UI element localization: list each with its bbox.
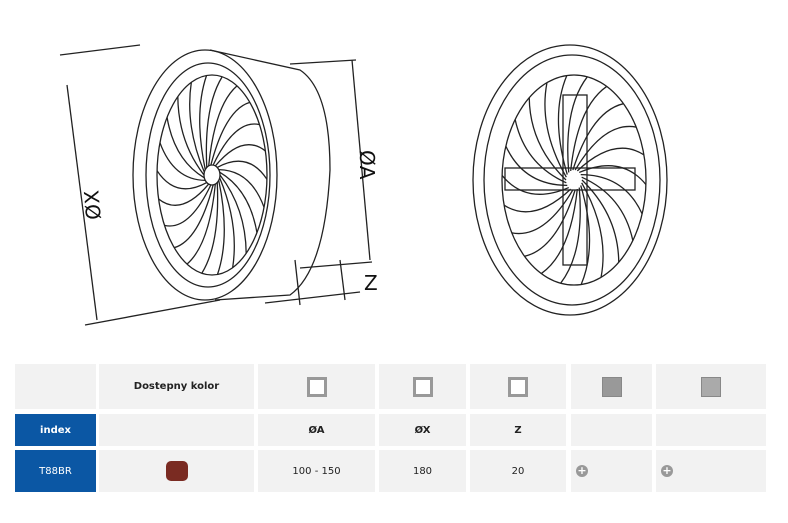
window-dimension-a-icon bbox=[306, 376, 327, 397]
grille-blade bbox=[219, 171, 258, 233]
dimension-lines: ØX ØA Z bbox=[59, 44, 379, 326]
grille-blade bbox=[503, 188, 572, 213]
grille-blade bbox=[580, 185, 591, 285]
grille-blade bbox=[581, 182, 604, 278]
color-header: Dostepny kolor bbox=[99, 364, 254, 409]
grille-blade bbox=[501, 175, 570, 195]
back-view-grille bbox=[472, 44, 668, 316]
empty-cell bbox=[656, 414, 766, 446]
header-empty-cell bbox=[15, 364, 96, 409]
grille-blade bbox=[574, 125, 637, 171]
product-index[interactable]: T88BR bbox=[15, 450, 96, 492]
grille-blade bbox=[156, 170, 208, 190]
dimension-x-label: ØX bbox=[79, 189, 106, 221]
grille-blade bbox=[212, 123, 260, 166]
color-swatch-brown[interactable] bbox=[165, 461, 188, 481]
z-label: Z bbox=[470, 414, 566, 446]
grille-blade bbox=[166, 117, 205, 179]
grille-blade bbox=[158, 183, 210, 206]
window-dimension-z-icon bbox=[508, 376, 528, 397]
empty-cell bbox=[99, 414, 254, 446]
add-icon[interactable]: + bbox=[576, 464, 588, 477]
grille-blade bbox=[219, 177, 235, 268]
grille-blade bbox=[528, 97, 567, 181]
grille-blade bbox=[524, 189, 576, 257]
grille-blade bbox=[174, 184, 214, 249]
grille-blade bbox=[205, 76, 223, 168]
grille-blade bbox=[186, 184, 216, 265]
grille-blade bbox=[199, 75, 208, 170]
empty-cell bbox=[571, 414, 652, 446]
grille-blade bbox=[560, 187, 581, 284]
grille-blade bbox=[557, 75, 568, 175]
light-gray-square-icon bbox=[701, 376, 721, 397]
grille-blade bbox=[164, 184, 212, 227]
grille-blade bbox=[216, 160, 268, 180]
grille-blade bbox=[505, 145, 568, 187]
grille-blade bbox=[576, 147, 645, 172]
a-value: 100 - 150 bbox=[258, 450, 375, 492]
dimension-z-label: Z bbox=[364, 271, 378, 295]
grille-blade bbox=[572, 103, 624, 171]
add-icon[interactable]: + bbox=[661, 464, 673, 477]
grille-blade bbox=[208, 85, 238, 166]
front-view-grille bbox=[132, 49, 331, 301]
grille-blade bbox=[214, 144, 266, 167]
grille-blade bbox=[567, 76, 588, 173]
grille-blade bbox=[544, 82, 567, 178]
grille-blade bbox=[216, 180, 225, 275]
grille-blade bbox=[218, 168, 265, 208]
grille-blade bbox=[189, 82, 205, 173]
grille-blade bbox=[580, 173, 643, 215]
a-label: ØA bbox=[258, 414, 375, 446]
x-value: 180 bbox=[379, 450, 466, 492]
index-label: index bbox=[15, 414, 96, 446]
grille-blade bbox=[578, 165, 647, 185]
gray-square-icon bbox=[601, 376, 622, 397]
dimension-a-label: ØA bbox=[355, 150, 379, 180]
grille-blade bbox=[159, 142, 206, 182]
grille-blade bbox=[201, 182, 219, 274]
grille-blade bbox=[514, 119, 567, 184]
grille-blade bbox=[210, 101, 250, 166]
grille-blade bbox=[581, 179, 620, 263]
grille-blade bbox=[570, 85, 608, 171]
grille-blade bbox=[540, 189, 578, 275]
grille-blade bbox=[581, 176, 634, 241]
window-dimension-x-icon bbox=[412, 376, 433, 397]
grille-blade bbox=[511, 189, 574, 235]
grille-blade bbox=[219, 174, 247, 254]
z-value: 20 bbox=[470, 450, 566, 492]
x-label: ØX bbox=[379, 414, 466, 446]
product-technical-drawing: ØX ØA Z bbox=[59, 44, 668, 326]
grille-blade bbox=[177, 96, 205, 176]
